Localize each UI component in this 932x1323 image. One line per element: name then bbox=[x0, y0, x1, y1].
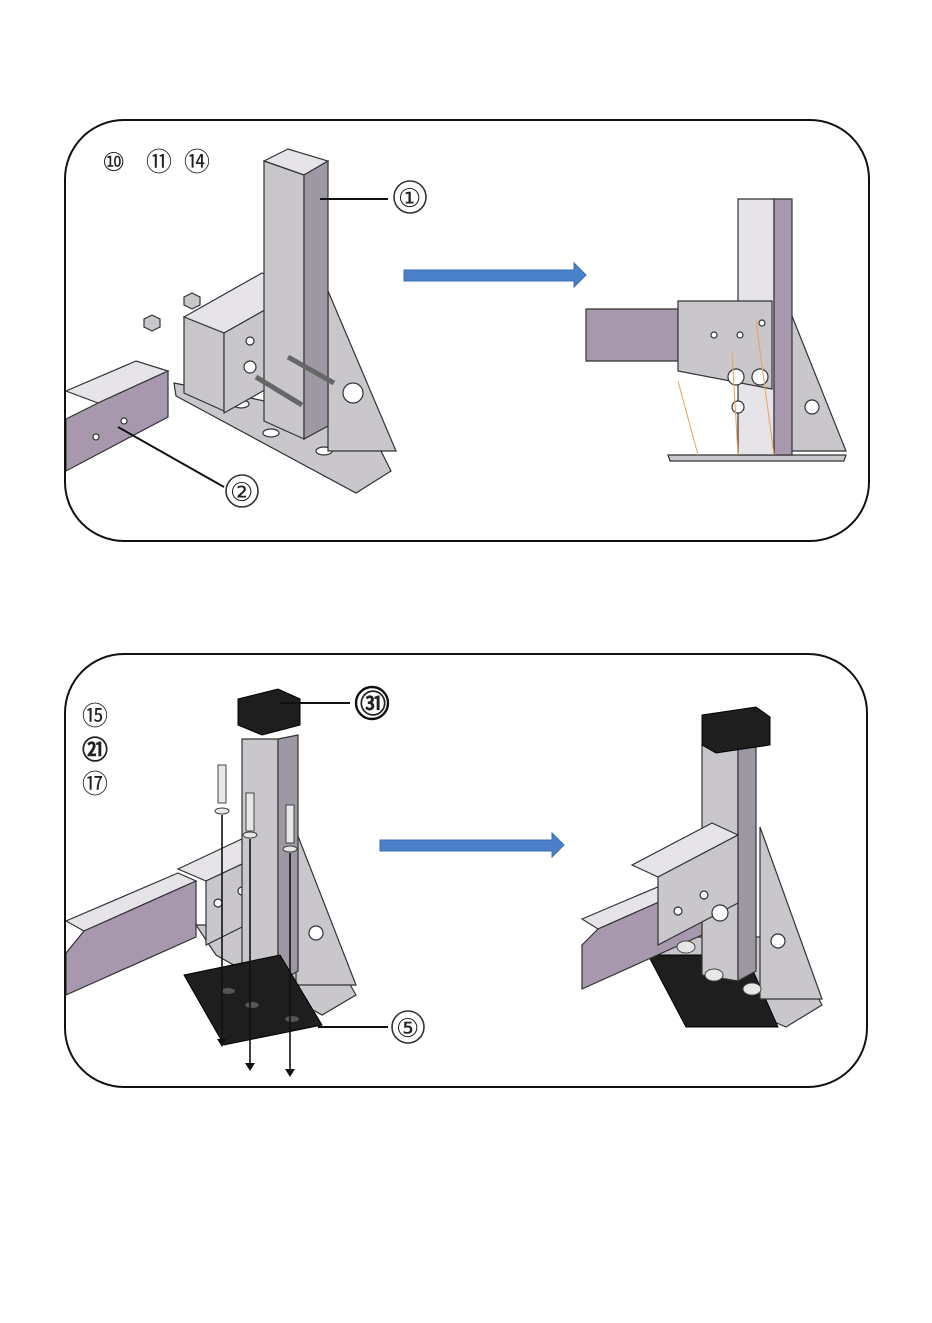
arrow-head-icon bbox=[245, 1063, 255, 1071]
bracket-hole bbox=[244, 361, 256, 373]
assembled-bracket-view bbox=[586, 199, 846, 461]
washer bbox=[215, 808, 229, 814]
direction-arrow-icon bbox=[404, 263, 586, 287]
gusset-hole bbox=[343, 383, 363, 403]
assembled-foot-bracket-hole bbox=[712, 905, 728, 921]
assembled-bracket-hole bbox=[711, 332, 717, 338]
rail-hole bbox=[93, 434, 99, 440]
washer bbox=[243, 832, 257, 838]
exploded-foot-view bbox=[66, 689, 356, 1077]
callout-pad-label: ⑤ bbox=[396, 1014, 419, 1044]
base-hole bbox=[263, 429, 279, 437]
assembly-step-2-panel: ⑮ ㉑ ⑰ bbox=[64, 653, 868, 1088]
assembled-bracket-hole bbox=[759, 320, 765, 326]
assembled-gusset-hole bbox=[805, 400, 819, 414]
assembled-foot-post-side bbox=[738, 739, 756, 981]
assembled-foot-gusset bbox=[760, 827, 822, 999]
washer bbox=[283, 846, 297, 852]
assembled-post-side bbox=[774, 199, 792, 455]
pad-slot bbox=[245, 1002, 259, 1008]
callout-cap-label: ㉛ bbox=[360, 689, 386, 720]
nut bbox=[184, 293, 200, 309]
assembled-bracket-hole bbox=[728, 369, 744, 385]
part-10-label: ⑩ bbox=[102, 148, 125, 178]
assembled-end-cap bbox=[702, 707, 770, 753]
assembled-base-plate bbox=[668, 455, 846, 461]
bolt-shaft bbox=[218, 765, 226, 803]
bracket-hole bbox=[246, 337, 254, 345]
end-cap bbox=[238, 689, 300, 735]
bolt-shaft bbox=[246, 793, 254, 831]
foot-bracket-hole bbox=[214, 899, 222, 907]
assembled-foot-gusset-hole bbox=[771, 934, 785, 948]
assembled-bracket-hole bbox=[737, 332, 743, 338]
direction-arrow-icon bbox=[380, 833, 564, 857]
assembly-step-1-panel: ⑩ ⑪ ⑭ bbox=[64, 119, 870, 542]
part-21-label: ㉑ bbox=[82, 735, 108, 766]
assembled-foot-bracket-hole bbox=[674, 907, 682, 915]
assembled-bracket-hole bbox=[752, 369, 768, 385]
assembled-rail bbox=[586, 309, 678, 361]
post-left-face bbox=[264, 161, 304, 439]
part-17-label: ⑰ bbox=[82, 770, 108, 800]
pad-slot bbox=[285, 1016, 299, 1022]
post-right-face bbox=[304, 161, 328, 439]
callout-post-label: ① bbox=[398, 184, 421, 214]
assembled-foot-view bbox=[582, 707, 822, 1027]
exploded-bracket-view bbox=[66, 149, 396, 493]
bolt-shaft bbox=[286, 805, 294, 843]
hidden-line bbox=[678, 381, 698, 455]
leader-line-rail bbox=[118, 427, 224, 487]
assembly-step-1-diagram: ⑩ ⑪ ⑭ bbox=[66, 121, 868, 540]
callout-rail-label: ② bbox=[230, 478, 253, 508]
foot-post-face bbox=[242, 739, 278, 983]
part-11-label: ⑪ bbox=[146, 148, 172, 178]
pad-slot bbox=[221, 988, 235, 994]
gusset-plate bbox=[328, 291, 396, 451]
assembled-nut bbox=[705, 969, 723, 981]
assembled-plate-hole bbox=[732, 401, 744, 413]
assembled-nut bbox=[677, 941, 695, 953]
rail-hole bbox=[121, 418, 127, 424]
part-15-label: ⑮ bbox=[82, 702, 108, 732]
foot-post-side bbox=[278, 735, 298, 983]
assembly-step-2-diagram: ⑮ ㉑ ⑰ bbox=[66, 655, 866, 1086]
assembled-gusset bbox=[790, 311, 846, 451]
foot-gusset bbox=[296, 831, 356, 985]
nut bbox=[144, 315, 160, 331]
assembled-nut bbox=[743, 983, 761, 995]
assembled-foot-bracket-hole bbox=[700, 891, 708, 899]
arrow-head-icon bbox=[285, 1069, 295, 1077]
part-14-label: ⑭ bbox=[184, 148, 210, 178]
foot-gusset-hole bbox=[309, 926, 323, 940]
